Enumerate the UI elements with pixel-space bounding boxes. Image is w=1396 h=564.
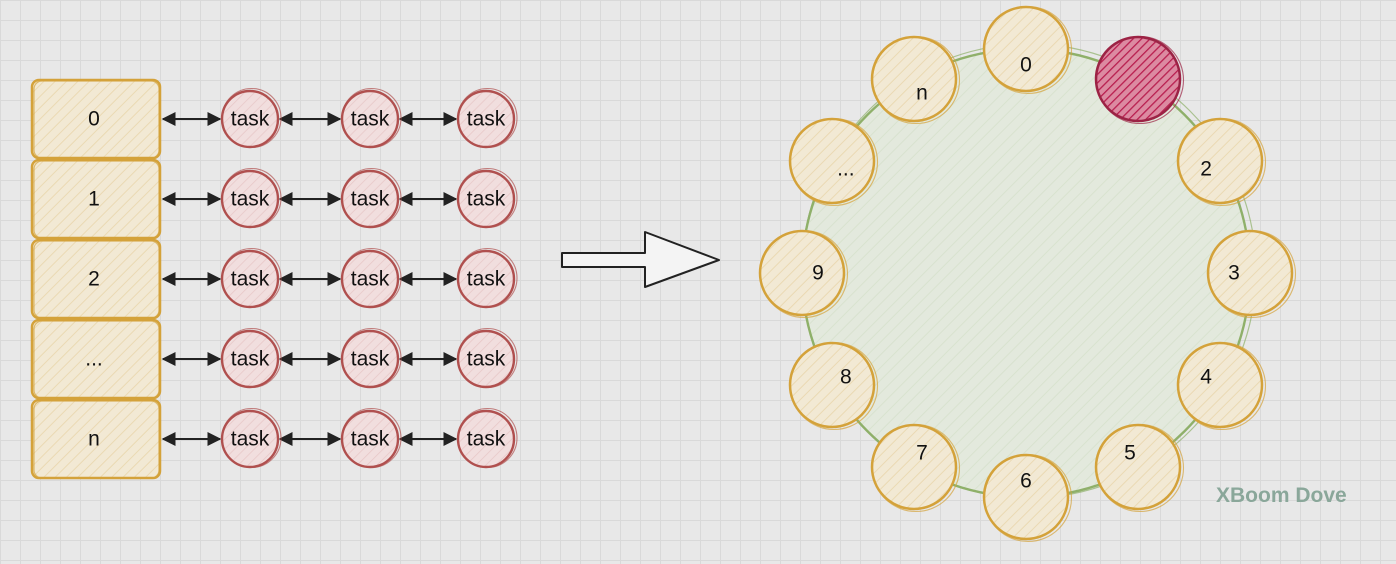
bucket-label: 2: [88, 268, 100, 291]
wheel-slot: n: [870, 35, 961, 125]
wheel-slot: 6: [982, 453, 1073, 543]
task-label: task: [467, 428, 506, 451]
bucket-row: n task task task: [30, 398, 518, 480]
task-label: task: [231, 428, 270, 451]
slot-label: n: [916, 81, 928, 104]
wheel-slot: 0: [982, 5, 1073, 95]
wheel-slot: 8: [788, 341, 879, 431]
slot-label: 9: [812, 262, 824, 285]
bucket-list-structure: 0 task task task 1 task task task 2 task task task.…: [30, 78, 518, 480]
slot-label: 7: [916, 442, 928, 465]
transform-arrow-icon: [561, 231, 720, 288]
wheel-slot: 9: [758, 229, 849, 319]
task-label: task: [467, 188, 506, 211]
task-label: task: [231, 268, 270, 291]
wheel-slot: 7: [870, 423, 961, 513]
timing-wheel: 0 2 3 4 5 6 7 8 9... n: [758, 5, 1297, 543]
wheel-slot: 4: [1176, 341, 1267, 431]
bucket-label: 0: [88, 108, 100, 131]
task-label: task: [351, 268, 390, 291]
task-label: task: [467, 268, 506, 291]
wheel-slot: 2: [1176, 117, 1267, 207]
task-label: task: [467, 108, 506, 131]
task-label: task: [351, 108, 390, 131]
task-label: task: [351, 348, 390, 371]
bucket-label: ...: [85, 348, 103, 371]
wheel-slot: ...: [788, 117, 879, 207]
watermark: XBoom Dove: [1216, 484, 1347, 507]
wheel-slot: 5: [1094, 423, 1185, 513]
bucket-label: n: [88, 428, 100, 451]
bucket-row: 0 task task task: [30, 78, 518, 160]
slot-label: 0: [1020, 54, 1032, 77]
slot-label: 5: [1124, 442, 1136, 465]
bucket-row: 1 task task task: [30, 158, 518, 240]
task-label: task: [231, 188, 270, 211]
task-label: task: [231, 348, 270, 371]
task-label: task: [351, 188, 390, 211]
bucket-row: 2 task task task: [30, 238, 518, 320]
slot-label: 4: [1200, 366, 1212, 389]
bucket-label: 1: [88, 188, 100, 211]
bucket-row: ... task task task: [30, 318, 518, 400]
task-label: task: [351, 428, 390, 451]
slot-label: 2: [1200, 158, 1212, 181]
slot-label: 6: [1020, 470, 1032, 493]
slot-label: ...: [837, 158, 855, 181]
wheel-ring: [800, 47, 1252, 499]
task-label: task: [467, 348, 506, 371]
task-label: task: [231, 108, 270, 131]
slot-label: 8: [840, 366, 852, 389]
wheel-slot: 3: [1206, 229, 1297, 319]
slot-label: 3: [1228, 262, 1240, 285]
wheel-slot-current: [1094, 35, 1185, 125]
